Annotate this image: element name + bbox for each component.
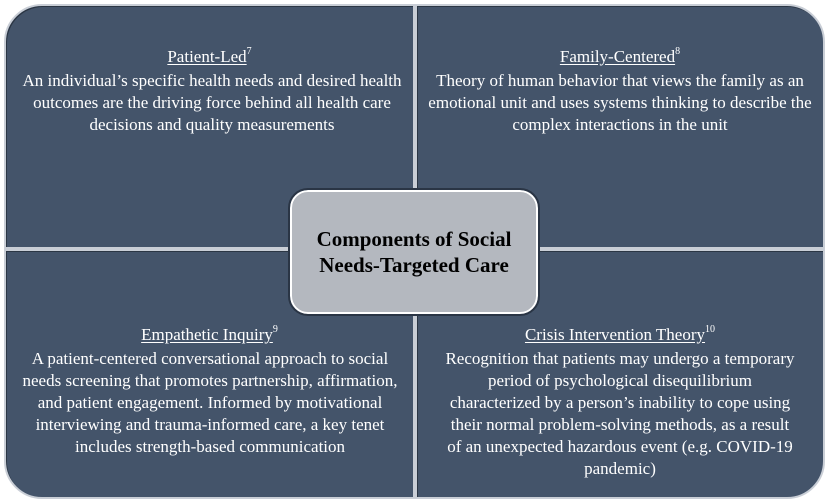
quadrant-title: Empathetic Inquiry9 bbox=[141, 324, 278, 346]
quadrant-content: Empathetic Inquiry9 A patient-centered c… bbox=[12, 324, 407, 458]
quadrant-content: Family-Centered8 Theory of human behavio… bbox=[423, 46, 817, 136]
quadrant-title: Patient-Led7 bbox=[167, 46, 251, 68]
quadrant-description: Recognition that patients may undergo a … bbox=[445, 349, 795, 478]
quadrant-patient-led: Patient-Led7 An individual’s specific he… bbox=[4, 4, 415, 249]
quadrant-title: Crisis Intervention Theory10 bbox=[525, 324, 715, 346]
reference-number: 7 bbox=[246, 46, 252, 57]
quadrant-title-text: Crisis Intervention Theory bbox=[524, 325, 706, 344]
quadrant-title-text: Patient-Led bbox=[167, 47, 247, 66]
reference-number: 8 bbox=[675, 46, 681, 57]
quadrant-content: Patient-Led7 An individual’s specific he… bbox=[16, 46, 403, 136]
quadrant-description: Theory of human behavior that views the … bbox=[428, 71, 812, 134]
center-title: Components of Social Needs-Targeted Care bbox=[316, 227, 512, 277]
quadrant-title: Family-Centered8 bbox=[560, 46, 680, 68]
quadrant-description: A patient-centered conversational approa… bbox=[22, 349, 398, 456]
quadrant-description: An individual’s specific health needs an… bbox=[22, 71, 402, 134]
center-title-box: Components of Social Needs-Targeted Care bbox=[288, 188, 540, 316]
reference-number: 10 bbox=[705, 324, 716, 335]
quadrant-title-text: Family-Centered bbox=[559, 47, 676, 66]
quadrant-content: Crisis Intervention Theory10 Recognition… bbox=[423, 324, 817, 480]
quadrant-title-text: Empathetic Inquiry bbox=[141, 325, 273, 344]
reference-number: 9 bbox=[272, 324, 278, 335]
